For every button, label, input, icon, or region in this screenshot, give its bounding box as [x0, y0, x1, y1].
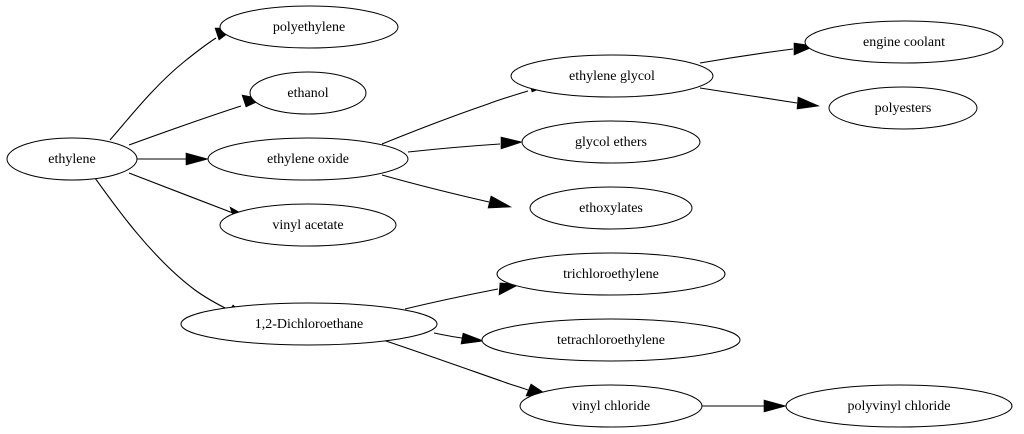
node-label: polyvinyl chloride	[847, 399, 950, 414]
node-label: trichloroethylene	[563, 267, 659, 282]
node-shape[interactable]	[219, 203, 397, 247]
arrowhead-icon	[763, 399, 788, 413]
node-label: tetrachloroethylene	[557, 333, 665, 348]
node-polyesters[interactable]: polyesters	[828, 86, 978, 130]
node-label: polyesters	[875, 101, 932, 116]
node-dichloroethane[interactable]: 1,2-Dichloroethane	[180, 302, 438, 346]
node-shape[interactable]	[180, 302, 438, 346]
edge-ethylene_oxide-to-ethoxylates	[381, 174, 513, 209]
node-label: ethylene	[48, 152, 95, 167]
edge-dichloroethane-to-tetrachloroethylene	[433, 332, 485, 345]
node-ethylene[interactable]: ethylene	[6, 137, 138, 181]
node-label: glycol ethers	[575, 135, 647, 150]
node-shape[interactable]	[785, 384, 1013, 428]
node-shape[interactable]	[6, 137, 138, 181]
edge-ethylene-to-ethylene_oxide	[137, 152, 210, 166]
node-label: 1,2-Dichloroethane	[255, 317, 363, 332]
node-label: ethoxylates	[579, 201, 643, 216]
arrowhead-icon	[460, 332, 485, 345]
edges-layer	[94, 27, 821, 413]
edge-ethylene-to-dichloroethane	[94, 177, 251, 321]
edge-line	[699, 48, 794, 64]
edge-line	[94, 177, 230, 311]
edge-ethylene_glycol-to-engine_coolant	[699, 42, 817, 64]
node-label: ethanol	[287, 86, 328, 101]
node-shape[interactable]	[496, 252, 726, 296]
edge-line	[128, 172, 234, 214]
node-vinyl_chloride[interactable]: vinyl chloride	[519, 384, 703, 428]
edge-line	[404, 288, 499, 310]
arrowhead-icon	[185, 152, 210, 166]
node-ethylene_glycol[interactable]: ethylene glycol	[510, 54, 714, 98]
node-label: ethylene oxide	[267, 152, 349, 167]
node-label: engine coolant	[863, 35, 945, 50]
node-shape[interactable]	[207, 137, 409, 181]
node-engine_coolant[interactable]: engine coolant	[804, 20, 1004, 64]
node-glycol_ethers[interactable]: glycol ethers	[521, 120, 701, 164]
node-shape[interactable]	[804, 20, 1004, 64]
arrowhead-icon	[796, 96, 821, 110]
node-shape[interactable]	[519, 384, 703, 428]
node-shape[interactable]	[828, 86, 978, 130]
edge-vinyl_chloride-to-polyvinyl_chloride	[702, 399, 788, 413]
edge-ethylene-to-ethanol	[128, 94, 264, 146]
edge-ethylene-to-polyethylene	[109, 27, 236, 141]
edge-line	[381, 90, 529, 145]
node-shape[interactable]	[219, 5, 399, 49]
node-label: vinyl acetate	[272, 218, 343, 233]
node-polyvinyl_chloride[interactable]: polyvinyl chloride	[785, 384, 1013, 428]
node-shape[interactable]	[521, 120, 701, 164]
edge-ethylene_oxide-to-ethylene_glycol	[381, 79, 550, 145]
edge-ethylene_glycol-to-polyesters	[699, 87, 821, 110]
edge-line	[381, 174, 490, 203]
edge-line	[433, 332, 463, 339]
node-shape[interactable]	[510, 54, 714, 98]
node-tetrachloroethylene[interactable]: tetrachloroethylene	[481, 318, 741, 362]
node-ethanol[interactable]: ethanol	[249, 71, 367, 115]
edge-line	[382, 339, 529, 391]
edge-dichloroethane-to-trichloroethylene	[404, 282, 522, 310]
node-polyethylene[interactable]: polyethylene	[219, 5, 399, 49]
node-shape[interactable]	[481, 318, 741, 362]
node-ethylene_oxide[interactable]: ethylene oxide	[207, 137, 409, 181]
node-shape[interactable]	[529, 186, 693, 230]
arrowhead-icon	[487, 195, 513, 209]
node-label: ethylene glycol	[569, 69, 655, 84]
node-label: vinyl chloride	[572, 399, 650, 414]
arrowhead-icon	[500, 136, 524, 150]
edge-line	[128, 105, 242, 146]
edge-line	[407, 143, 501, 153]
node-shape[interactable]	[249, 71, 367, 115]
node-label: polyethylene	[273, 20, 345, 35]
node-vinyl_acetate[interactable]: vinyl acetate	[219, 203, 397, 247]
node-ethoxylates[interactable]: ethoxylates	[529, 186, 693, 230]
edge-line	[699, 87, 798, 104]
node-trichloroethylene[interactable]: trichloroethylene	[496, 252, 726, 296]
nodes-layer: ethylene polyethylene ethanol ethylene oxid…	[6, 5, 1013, 428]
edge-line	[109, 37, 217, 141]
edge-ethylene_oxide-to-glycol_ethers	[407, 136, 524, 153]
